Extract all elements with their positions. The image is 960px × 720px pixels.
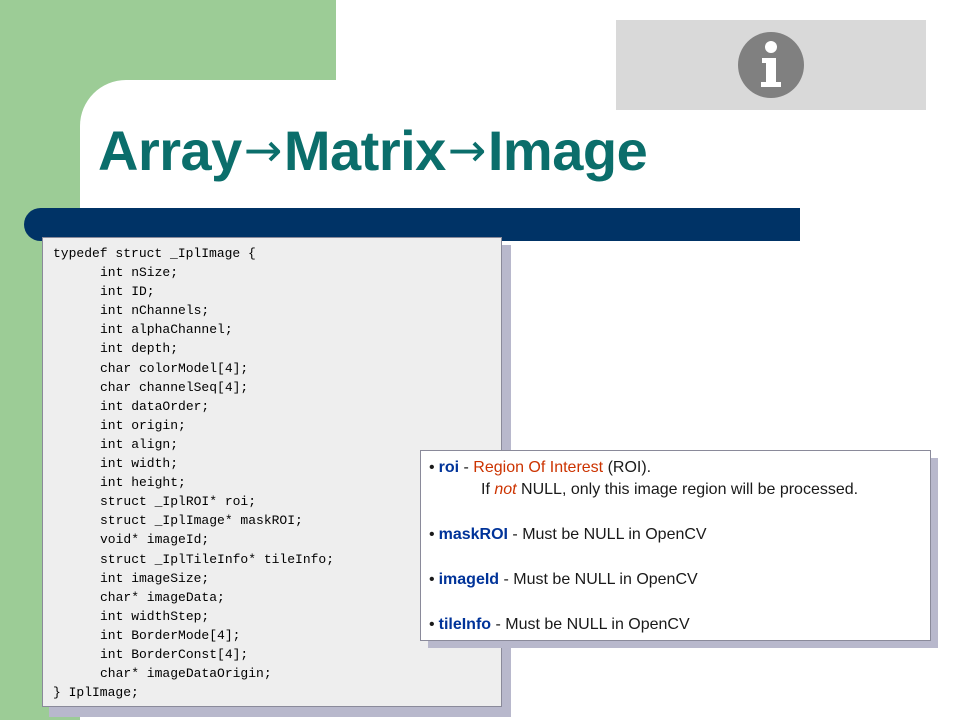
code-line: int widthStep; — [100, 608, 210, 624]
code-line: } IplImage; — [53, 685, 139, 701]
bullet-icon: • — [429, 616, 435, 633]
code-line: struct _IplImage* maskROI; — [100, 513, 303, 529]
slide-title: Array→Matrix→Image — [98, 118, 648, 183]
note-maskroi: •maskROI - Must be NULL in OpenCV — [429, 524, 930, 546]
bullet-icon: • — [429, 459, 435, 476]
note-desc: - Must be NULL in OpenCV — [499, 571, 698, 588]
note-term: maskROI — [438, 526, 508, 543]
note-roi-continuation: If not NULL, only this image region will… — [429, 479, 930, 501]
note-text: NULL, only this image region will be pro… — [516, 481, 859, 498]
note-roi: •roi - Region Of Interest (ROI). If not … — [429, 457, 930, 501]
code-line: int origin; — [100, 417, 186, 433]
code-line: void* imageId; — [100, 532, 210, 548]
title-part-array: Array — [98, 119, 242, 182]
code-line: char colorModel[4]; — [100, 360, 249, 376]
title-part-image: Image — [487, 119, 648, 182]
field-notes-box: •roi - Region Of Interest (ROI). If not … — [420, 450, 931, 641]
note-text: If — [481, 481, 495, 498]
bullet-icon: • — [429, 526, 435, 543]
right-arrow-icon: → — [447, 123, 487, 177]
code-line: struct _IplROI* roi; — [100, 494, 257, 510]
note-desc: - Must be NULL in OpenCV — [491, 616, 690, 633]
code-line: int BorderMode[4]; — [100, 627, 241, 643]
info-circle-icon — [738, 32, 804, 98]
note-term: roi — [438, 459, 460, 476]
code-line: int nSize; — [100, 265, 179, 281]
spacer — [429, 546, 930, 569]
spacer — [429, 591, 930, 614]
code-line: int alphaChannel; — [100, 322, 233, 338]
note-imageid: •imageId - Must be NULL in OpenCV — [429, 569, 930, 591]
code-line: int align; — [100, 436, 179, 452]
right-arrow-icon: → — [243, 123, 283, 177]
title-underline-bar — [24, 208, 800, 241]
note-separator: - — [459, 459, 474, 476]
code-line: int dataOrder; — [100, 398, 210, 414]
note-tileinfo: •tileInfo - Must be NULL in OpenCV — [429, 614, 930, 636]
code-line: char* imageDataOrigin; — [100, 666, 272, 682]
note-paren: (ROI). — [603, 459, 652, 476]
code-line: int width; — [100, 456, 179, 472]
note-term: tileInfo — [438, 616, 492, 633]
code-line: struct _IplTileInfo* tileInfo; — [100, 551, 335, 567]
code-line: int nChannels; — [100, 303, 210, 319]
code-line: char* imageData; — [100, 589, 225, 605]
title-part-matrix: Matrix — [283, 119, 446, 182]
code-line: int height; — [100, 475, 186, 491]
info-box — [616, 20, 926, 110]
bullet-icon: • — [429, 571, 435, 588]
code-line: char channelSeq[4]; — [100, 379, 249, 395]
note-emphasis: not — [494, 481, 517, 498]
spacer — [429, 501, 930, 524]
note-desc: - Must be NULL in OpenCV — [507, 526, 707, 543]
code-line: int ID; — [100, 284, 155, 300]
code-line: int BorderConst[4]; — [100, 646, 249, 662]
note-term: imageId — [438, 571, 500, 588]
code-line: int imageSize; — [100, 570, 210, 586]
note-highlight: Region Of Interest — [473, 459, 604, 476]
code-line: typedef struct _IplImage { — [53, 246, 256, 261]
code-line: int depth; — [100, 341, 179, 357]
